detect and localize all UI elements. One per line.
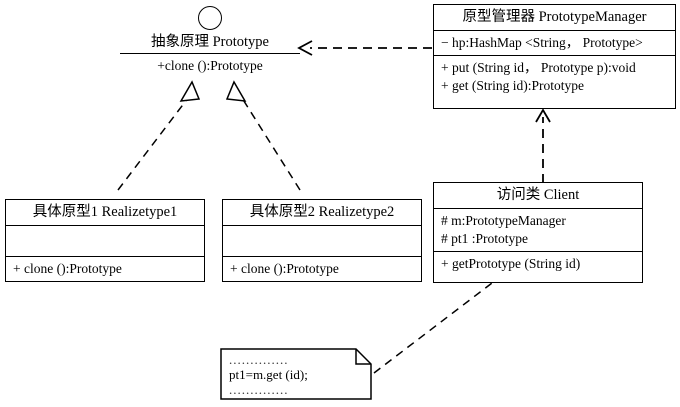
realizetype2-method-clone: + clone ():Prototype — [230, 261, 339, 276]
class-box-client[interactable]: 访问类 Client # m:PrototypeManager # pt1 :P… — [433, 182, 643, 283]
class-box-realizetype1[interactable]: 具体原型1 Realizetype1 + clone ():Prototype — [5, 199, 205, 282]
note-anchor-client — [373, 282, 493, 374]
client-methods-compartment: + getPrototype (String id) — [434, 252, 642, 276]
realizetype2-title-compartment: 具体原型2 Realizetype2 — [223, 200, 421, 226]
prototypemanager-attribute-hp: − hp:HashMap <String， Prototype> — [441, 35, 643, 50]
dependency-prototypemanager-to-prototype — [297, 40, 432, 56]
dependency-client-to-prototypemanager — [535, 108, 551, 183]
hollow-triangle-arrowhead-1 — [179, 80, 201, 102]
note-content: .............. pt1=m.get (id); .........… — [229, 352, 308, 397]
realizetype1-title: 具体原型1 Realizetype1 — [32, 204, 178, 220]
realization-realizetype2-to-prototype — [225, 80, 301, 191]
open-arrowhead-client — [535, 108, 551, 123]
note-shape — [220, 348, 372, 400]
realizetype2-title: 具体原型2 Realizetype2 — [249, 204, 395, 220]
client-method-getprototype: + getPrototype (String id) — [441, 256, 581, 271]
realizetype1-title-compartment: 具体原型1 Realizetype1 — [6, 200, 204, 226]
interface-circle-icon — [198, 6, 222, 30]
interface-prototype-method: +clone ():Prototype — [157, 58, 263, 73]
realizetype1-attributes-compartment — [6, 226, 204, 257]
note-folded-corner — [355, 349, 371, 365]
prototypemanager-title-compartment: 原型管理器 PrototypeManager — [434, 5, 675, 31]
prototypemanager-methods-compartment: + put (String id， Prototype p):void + ge… — [434, 56, 675, 98]
interface-separator — [120, 53, 300, 54]
realization-realizetype1-to-prototype — [117, 80, 201, 191]
note-code-line: pt1=m.get (id); — [229, 367, 308, 382]
realizetype1-methods-compartment: + clone ():Prototype — [6, 257, 204, 281]
client-attribute-m: # m:PrototypeManager — [441, 213, 566, 228]
client-title: 访问类 Client — [496, 187, 580, 203]
client-attributes-compartment: # m:PrototypeManager # pt1 :Prototype — [434, 209, 642, 252]
realizetype2-attributes-compartment — [223, 226, 421, 257]
prototypemanager-title: 原型管理器 PrototypeManager — [462, 9, 647, 25]
realization-line-2 — [241, 97, 301, 191]
interface-prototype-title: 抽象原理 Prototype — [150, 34, 269, 50]
note-outline — [220, 348, 372, 400]
prototypemanager-attributes-compartment: − hp:HashMap <String， Prototype> — [434, 31, 675, 56]
prototypemanager-method-get: + get (String id):Prototype — [441, 78, 584, 93]
note-box[interactable]: .............. pt1=m.get (id); .........… — [220, 348, 372, 400]
realizetype2-methods-compartment: + clone ():Prototype — [223, 257, 421, 281]
realizetype1-method-clone: + clone ():Prototype — [13, 261, 122, 276]
interface-prototype[interactable]: 抽象原理 Prototype +clone ():Prototype — [120, 4, 300, 76]
note-anchor-line — [373, 282, 493, 374]
hollow-triangle-arrowhead-2 — [225, 80, 247, 102]
class-box-realizetype2[interactable]: 具体原型2 Realizetype2 + clone ():Prototype — [222, 199, 422, 282]
client-title-compartment: 访问类 Client — [434, 183, 642, 209]
open-arrowhead-manager — [297, 40, 313, 56]
class-box-prototypemanager[interactable]: 原型管理器 PrototypeManager − hp:HashMap <Str… — [433, 4, 676, 109]
realization-line-1 — [117, 97, 189, 191]
prototypemanager-method-put: + put (String id， Prototype p):void — [441, 60, 636, 75]
client-attribute-pt1: # pt1 :Prototype — [441, 231, 528, 246]
note-dots-top: .............. — [229, 352, 289, 367]
note-dots-bottom: .............. — [229, 382, 289, 397]
